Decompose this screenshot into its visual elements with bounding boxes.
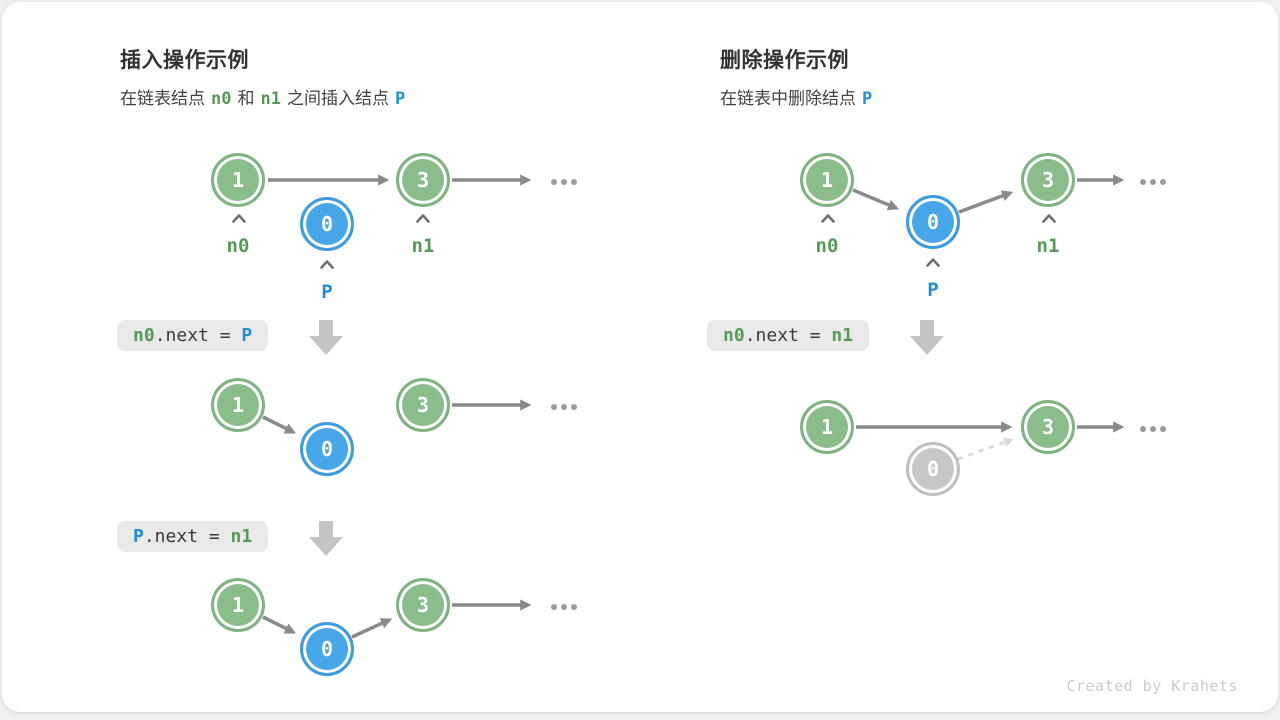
node-value: 3 [416, 168, 430, 192]
subtitle-text: 在链表中删除结点 [720, 89, 856, 108]
ellipsis-icon [1140, 426, 1166, 432]
node-blue-0: 0 [300, 422, 354, 476]
footer-credit: Created by Krahets [1066, 677, 1238, 695]
code-token: P [241, 325, 253, 346]
code-token: n1 [230, 526, 253, 547]
ellipsis-icon [551, 404, 577, 410]
node-green-3: 3 [1021, 153, 1075, 207]
node-value: 0 [926, 457, 940, 481]
arrow-insert3-n0-p [262, 615, 297, 634]
ellipsis-icon [551, 179, 577, 185]
node-green-3: 3 [396, 578, 450, 632]
code-token: .next = [143, 526, 231, 547]
block-arrow-down-icon [309, 320, 343, 355]
node-green-1: 1 [800, 153, 854, 207]
node-value: 3 [416, 593, 430, 617]
pointer-label-p: P [927, 279, 939, 301]
code-token: n0 [133, 325, 155, 346]
node-green-1: 1 [211, 153, 265, 207]
arrow-delete2-removed-dashed [957, 437, 1014, 461]
node-value: 0 [320, 637, 334, 661]
caret-up-icon [416, 214, 430, 223]
pointer-label-n0: n0 [815, 235, 839, 257]
caret-up-icon [926, 258, 940, 267]
pointer-label-n1: n1 [1036, 235, 1060, 257]
node-value: 1 [231, 393, 245, 417]
arrow-insert2-n0-p [262, 415, 297, 434]
caret-up-icon [821, 214, 835, 223]
arrow-delete1-p-n1 [958, 190, 1014, 214]
arrow-delete1-n0-p [852, 188, 900, 211]
ellipsis-icon [551, 604, 577, 610]
node-green-1: 1 [800, 400, 854, 454]
code-token: .next = [744, 325, 832, 346]
node-green-3: 3 [396, 153, 450, 207]
node-gray-0-removed: 0 [906, 442, 960, 496]
subtitle-text: 在链表结点 [120, 89, 205, 108]
node-value: 1 [820, 168, 834, 192]
subtitle-token-p: P [394, 89, 406, 109]
pointer-label-n1: n1 [411, 235, 435, 257]
node-value: 0 [320, 212, 334, 236]
node-green-3: 3 [396, 378, 450, 432]
node-value: 3 [1041, 168, 1055, 192]
node-value: 0 [926, 210, 940, 234]
code-token: n0 [723, 325, 745, 346]
code-box-insert-step1: n0.next = P [117, 320, 269, 351]
node-blue-0: 0 [906, 195, 960, 249]
block-arrow-down-icon [309, 521, 343, 556]
code-token: P [133, 526, 144, 547]
caret-up-icon [232, 214, 246, 223]
block-arrow-down-icon [910, 320, 944, 355]
node-blue-0: 0 [300, 622, 354, 676]
pointer-label-p: P [321, 281, 333, 303]
subtitle-token-n1: n1 [260, 89, 281, 109]
code-box-insert-step2: P.next = n1 [117, 521, 269, 552]
code-token: n1 [831, 325, 854, 346]
insert-panel-subtitle: 在链表结点 n0 和 n1 之间插入结点 P [120, 84, 411, 109]
code-token: .next = [154, 325, 242, 346]
node-value: 3 [416, 393, 430, 417]
ellipsis-icon [1140, 179, 1166, 185]
node-value: 1 [231, 168, 245, 192]
subtitle-text: 和 [237, 89, 255, 108]
subtitle-token-n0: n0 [211, 89, 232, 109]
node-value: 0 [320, 437, 334, 461]
node-green-3: 3 [1021, 400, 1075, 454]
caret-up-icon [1042, 214, 1056, 223]
node-green-1: 1 [211, 378, 265, 432]
pointer-label-n0: n0 [226, 235, 250, 257]
subtitle-token-p: P [862, 89, 873, 109]
delete-panel-title: 删除操作示例 [720, 49, 849, 72]
subtitle-text: 之间插入结点 [286, 89, 389, 108]
caret-up-icon [320, 260, 334, 269]
node-value: 1 [231, 593, 245, 617]
node-green-1: 1 [211, 578, 265, 632]
node-value: 3 [1041, 415, 1055, 439]
delete-panel-subtitle: 在链表中删除结点 P [720, 84, 878, 109]
insert-panel-title: 插入操作示例 [120, 49, 249, 72]
code-box-delete-step1: n0.next = n1 [707, 320, 870, 351]
node-value: 1 [820, 415, 834, 439]
node-blue-0: 0 [300, 197, 354, 251]
arrow-insert3-p-n1 [351, 618, 393, 639]
